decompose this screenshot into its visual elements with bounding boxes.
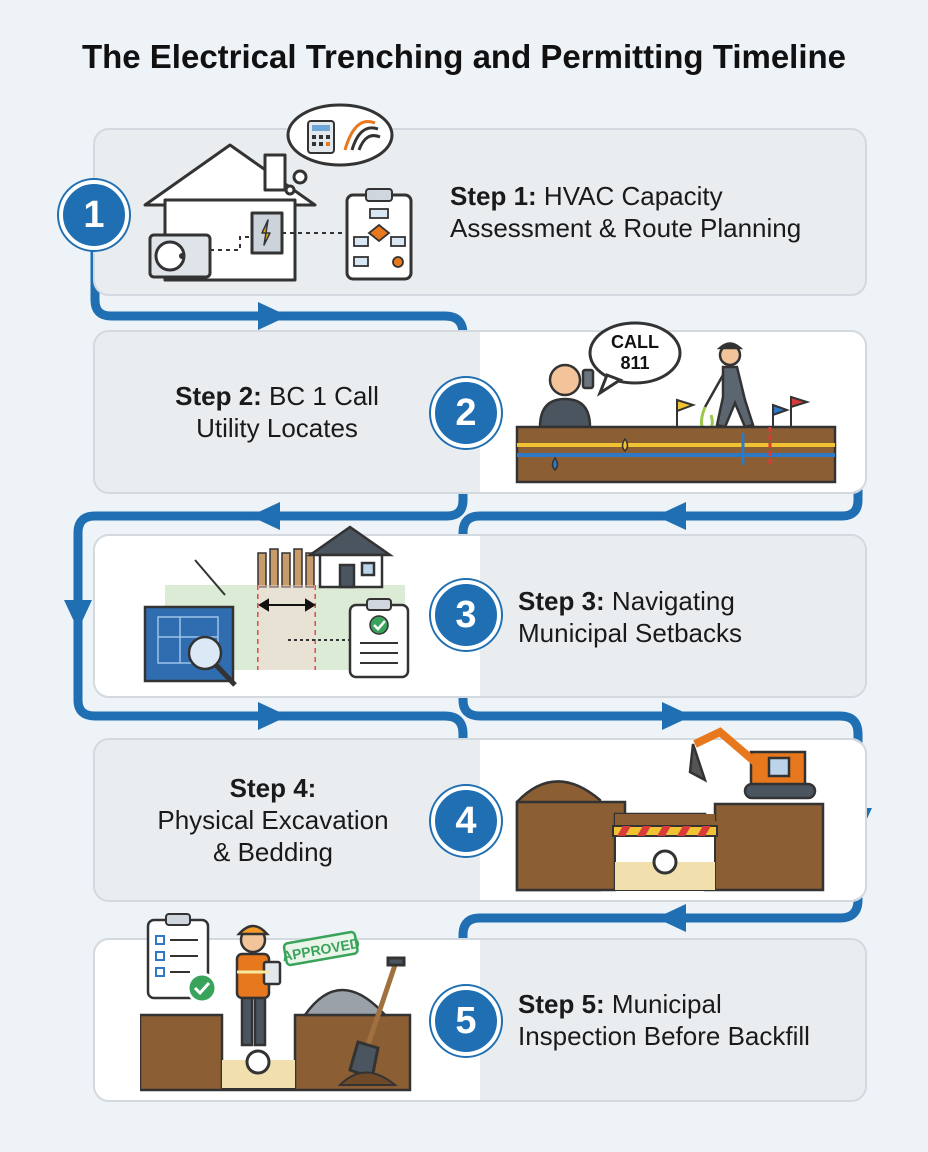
excavation-illustration	[515, 727, 825, 892]
setbacks-illustration	[143, 525, 410, 687]
step-4-badge: 4	[431, 786, 501, 856]
step-2-line1: BC 1 Call	[269, 381, 379, 411]
step-3-badge: 3	[431, 580, 501, 650]
step-4-title: Step 4:	[229, 773, 317, 803]
step-1-title: Step 1:	[450, 181, 537, 211]
call-811-illustration: CALL 811	[515, 321, 837, 484]
step-5-title: Step 5:	[518, 989, 605, 1019]
step-4-line2: Physical Excavation	[157, 805, 389, 835]
step-4-label: Step 4: Physical Excavation & Bedding	[140, 772, 406, 868]
step-5-label: Step 5: Municipal Inspection Before Back…	[518, 988, 810, 1052]
step-5-line2: Inspection Before Backfill	[518, 1021, 810, 1051]
step-3-label: Step 3: Navigating Municipal Setbacks	[518, 585, 742, 649]
inspection-illustration: APPROVED	[140, 913, 412, 1092]
step-1-line1: HVAC Capacity	[543, 181, 723, 211]
hvac-house-illustration	[143, 103, 413, 282]
step-3-line2: Municipal Setbacks	[518, 618, 742, 648]
step-3-line1: Navigating	[611, 586, 735, 616]
step-2-badge: 2	[431, 378, 501, 448]
step-2-title: Step 2:	[175, 381, 262, 411]
step-2-line2: Utility Locates	[196, 413, 358, 443]
step-2-label: Step 2: BC 1 Call Utility Locates	[172, 380, 382, 444]
step-3-title: Step 3:	[518, 586, 605, 616]
step-1-label: Step 1: HVAC Capacity Assessment & Route…	[450, 180, 801, 244]
call-bubble-line1: CALL	[611, 332, 659, 352]
page-title: The Electrical Trenching and Permitting …	[81, 38, 847, 75]
call-bubble-line2: 811	[620, 353, 649, 373]
step-1-badge: 1	[59, 180, 129, 250]
step-5-badge: 5	[431, 986, 501, 1056]
step-5-line1: Municipal	[611, 989, 722, 1019]
step-1-line2: Assessment & Route Planning	[450, 213, 802, 243]
step-4-line3: & Bedding	[213, 837, 333, 867]
